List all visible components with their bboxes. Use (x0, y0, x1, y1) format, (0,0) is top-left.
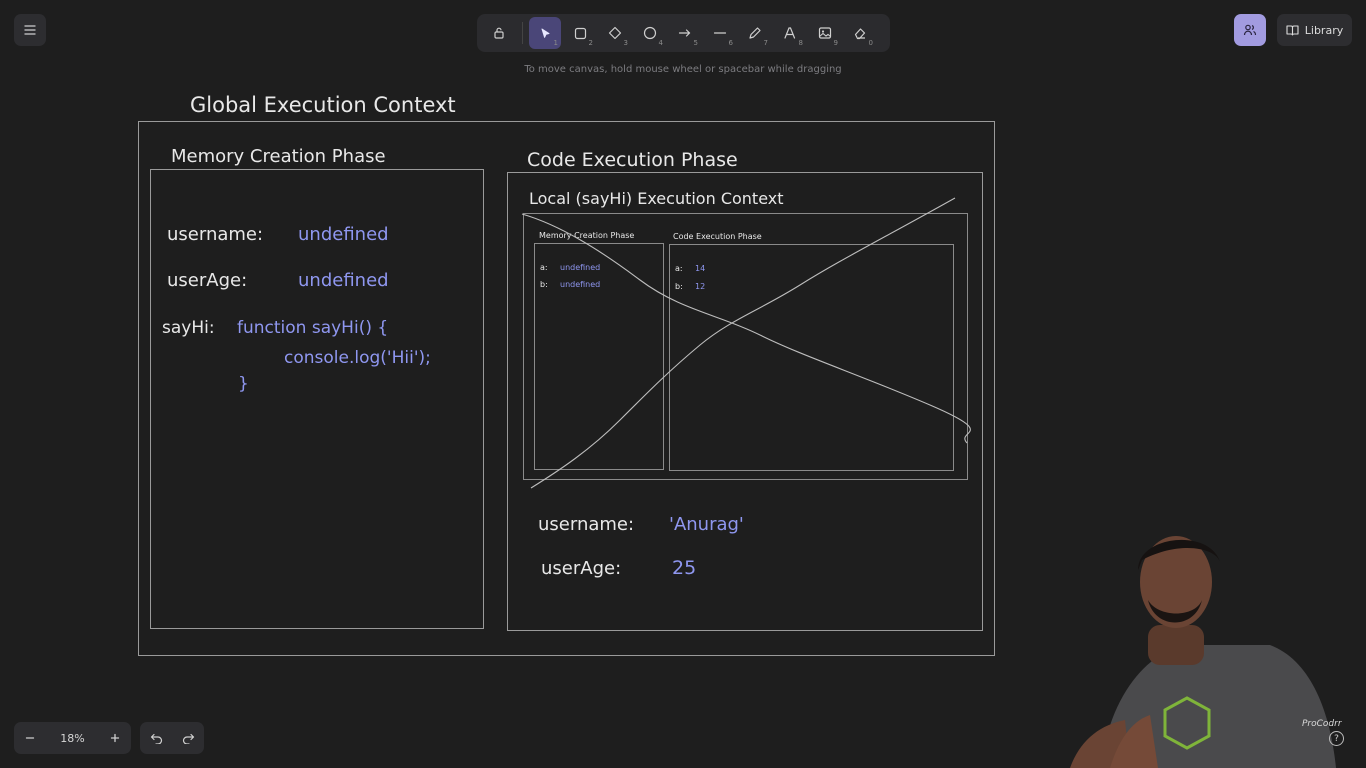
history-controls (140, 722, 204, 754)
tool-shortcut: 0 (868, 39, 873, 47)
code-phase-box[interactable] (507, 172, 983, 631)
global-context-frame[interactable] (138, 121, 995, 656)
hamburger-icon (24, 25, 36, 35)
sayhi-key: sayHi: (162, 318, 215, 338)
local-memory-key: a: (540, 263, 548, 272)
tool-shortcut: 2 (588, 39, 593, 47)
local-code-value: 14 (695, 264, 706, 273)
redo-icon (182, 733, 194, 744)
minus-icon (25, 737, 35, 739)
memory-key: username: (167, 224, 264, 245)
diamond-icon (608, 26, 622, 40)
local-context-title: Local (sayHi) Execution Context (529, 189, 784, 208)
tool-shortcut: 1 (553, 39, 558, 47)
local-memory-box[interactable] (534, 243, 664, 470)
tool-shortcut: 8 (798, 39, 803, 47)
memory-phase-box[interactable] (150, 169, 484, 629)
book-icon (1286, 25, 1299, 36)
local-memory-key: b: (540, 280, 548, 289)
exec-key: userAge: (541, 558, 622, 579)
eraser-icon (854, 28, 866, 40)
zoom-controls: 18% (14, 722, 131, 754)
memory-value: undefined (298, 270, 389, 291)
code-phase-title: Code Execution Phase (527, 149, 738, 171)
channel-watermark: ProCodrr (1302, 719, 1342, 729)
toolbar: 1 2 3 4 5 6 7 (477, 14, 890, 52)
zoom-in-button[interactable] (99, 722, 131, 754)
line-tool[interactable]: 6 (704, 17, 736, 49)
image-icon (818, 27, 832, 39)
local-code-title: Code Execution Phase (673, 232, 762, 241)
exec-key: username: (538, 514, 635, 535)
diamond-tool[interactable]: 3 (599, 17, 631, 49)
strike-stroke (530, 197, 956, 489)
local-code-box[interactable] (669, 244, 954, 471)
memory-key: userAge: (167, 270, 248, 291)
tool-shortcut: 7 (763, 39, 768, 47)
zoom-out-button[interactable] (14, 722, 46, 754)
canvas-hint: To move canvas, hold mouse wheel or spac… (524, 64, 842, 75)
tool-shortcut: 4 (658, 39, 663, 47)
text-icon (784, 27, 796, 39)
local-memory-value: undefined (560, 280, 601, 289)
lock-tool[interactable] (483, 17, 515, 49)
sayhi-body-line: console.log('Hii'); (284, 348, 431, 368)
rectangle-icon (574, 27, 586, 39)
presenter-image (1070, 536, 1336, 768)
zoom-level[interactable]: 18% (60, 731, 85, 745)
local-code-value: 12 (695, 282, 706, 291)
eraser-tool[interactable]: 0 (844, 17, 876, 49)
strike-stroke (521, 213, 971, 444)
local-memory-value: undefined (560, 263, 601, 272)
toolbar-divider (522, 22, 523, 44)
exec-value: 'Anurag' (669, 514, 744, 535)
main-menu-button[interactable] (14, 14, 46, 46)
help-icon[interactable]: ? (1329, 731, 1344, 746)
arrow-right-icon (678, 29, 691, 37)
lock-icon (494, 27, 504, 39)
local-code-key: a: (675, 264, 683, 273)
arrow-tool[interactable]: 5 (669, 17, 701, 49)
local-code-key: b: (675, 282, 683, 291)
rectangle-tool[interactable]: 2 (564, 17, 596, 49)
tool-shortcut: 9 (833, 39, 838, 47)
redo-button[interactable] (172, 722, 204, 754)
line-icon (713, 32, 727, 34)
tool-shortcut: 6 (728, 39, 733, 47)
global-context-title: Global Execution Context (190, 93, 456, 117)
tool-shortcut: 3 (623, 39, 628, 47)
pencil-icon (749, 27, 761, 39)
plus-icon (110, 733, 120, 743)
memory-value: undefined (298, 224, 389, 245)
image-tool[interactable]: 9 (809, 17, 841, 49)
library-label: Library (1304, 23, 1344, 37)
sayhi-closing-brace: } (238, 374, 249, 394)
users-icon (1243, 24, 1257, 36)
memory-phase-title: Memory Creation Phase (171, 146, 386, 167)
circle-icon (643, 26, 657, 40)
ellipse-tool[interactable]: 4 (634, 17, 666, 49)
text-tool[interactable]: 8 (774, 17, 806, 49)
undo-button[interactable] (140, 722, 172, 754)
pointer-icon (541, 28, 549, 38)
tool-shortcut: 5 (693, 39, 698, 47)
local-context-frame[interactable] (523, 213, 968, 480)
local-memory-title: Memory Creation Phase (539, 231, 635, 240)
undo-icon (150, 733, 162, 744)
library-button[interactable]: Library (1277, 14, 1352, 46)
exec-value: 25 (672, 557, 697, 579)
selection-tool[interactable]: 1 (529, 17, 561, 49)
presenter-webcam (1030, 500, 1366, 768)
sayhi-function-line: function sayHi() { (237, 318, 389, 338)
collaborate-button[interactable] (1234, 14, 1266, 46)
draw-tool[interactable]: 7 (739, 17, 771, 49)
